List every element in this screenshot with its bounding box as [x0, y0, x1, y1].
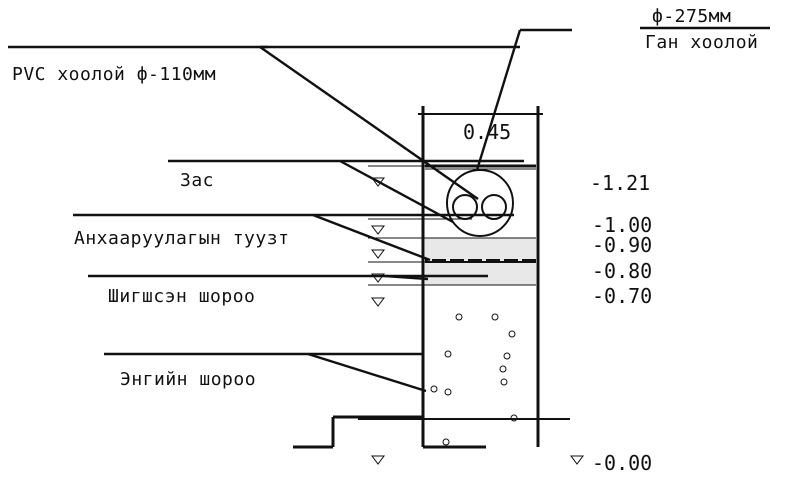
sifted-soil-label: Шигшсэн шороо: [108, 286, 255, 307]
native-soil-label: Энгийн шороо: [120, 369, 256, 390]
elevation-000: -0.00: [592, 451, 652, 475]
elevation-080: -0.80: [592, 259, 652, 283]
elevation-090: -0.90: [592, 233, 652, 257]
warning-tape-label: Анхааруулагын туузт: [74, 228, 289, 249]
ground-surface: [293, 415, 570, 449]
trench-width-label: 0.45: [463, 120, 511, 144]
leader-lines: [73, 28, 572, 393]
elevation-100: -1.00: [592, 213, 652, 237]
gan-pipe: [446, 169, 514, 237]
gan-pipe-label: Ган хоолой: [645, 32, 758, 53]
native-soil-pebbles: [430, 313, 518, 446]
width-dimension: [418, 106, 543, 166]
gan-diameter-label: ф-275мм: [652, 6, 731, 27]
elevation-121: -1.21: [590, 171, 650, 195]
pvc-pipe-label: PVC хоолой ф-110мм: [12, 64, 216, 85]
cable-label: Зас: [180, 170, 214, 191]
elevation-ticks: [368, 165, 472, 286]
elevation-070: -0.70: [592, 284, 652, 308]
elevation-markers: [371, 177, 584, 465]
